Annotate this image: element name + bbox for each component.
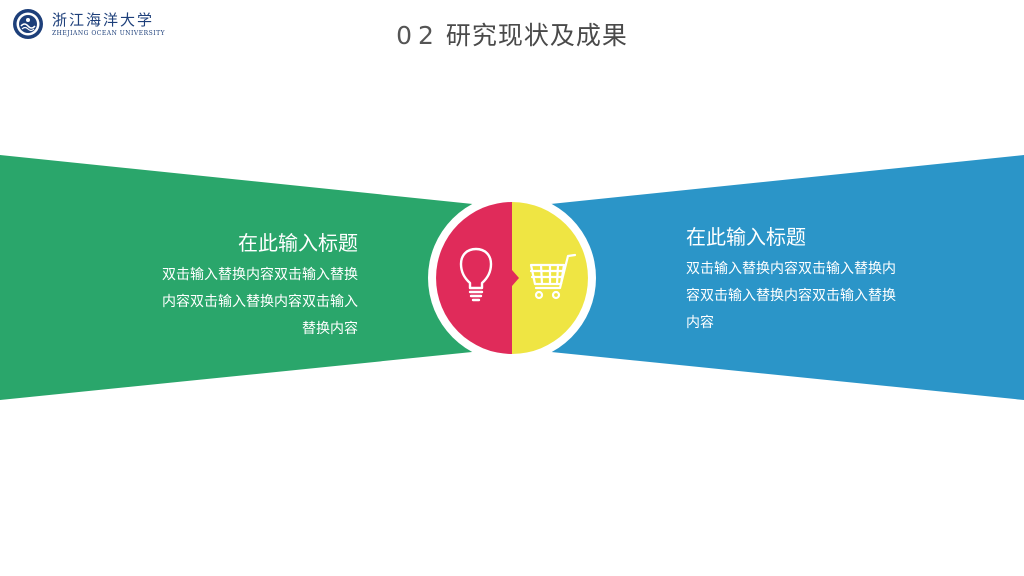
- section-number: 02: [396, 21, 440, 50]
- right-blue-band: [512, 155, 1024, 400]
- center-arrow: [512, 270, 519, 286]
- right-text-block: 在此输入标题 双击输入替换内容双击输入替换内容双击输入替换内容双击输入替换内容: [686, 222, 896, 337]
- left-text-block: 在此输入标题 双击输入替换内容双击输入替换内容双击输入替换内容双击输入替换内容: [150, 228, 358, 343]
- left-green-band: [0, 155, 512, 400]
- right-block-title[interactable]: 在此输入标题: [686, 225, 806, 249]
- section-title: 研究现状及成果: [445, 21, 628, 50]
- university-logo: 浙江海洋大学 ZHEJIANG OCEAN UNIVERSITY: [12, 8, 165, 44]
- university-seal-icon: [13, 9, 43, 39]
- university-name-cn: 浙江海洋大学: [52, 11, 155, 29]
- left-block-body[interactable]: 双击输入替换内容双击输入替换内容双击输入替换内容双击输入替换内容: [162, 267, 358, 337]
- university-name-en: ZHEJIANG OCEAN UNIVERSITY: [52, 30, 166, 37]
- left-block-title[interactable]: 在此输入标题: [238, 231, 358, 255]
- right-block-body[interactable]: 双击输入替换内容双击输入替换内容双击输入替换内容双击输入替换内容: [686, 261, 896, 331]
